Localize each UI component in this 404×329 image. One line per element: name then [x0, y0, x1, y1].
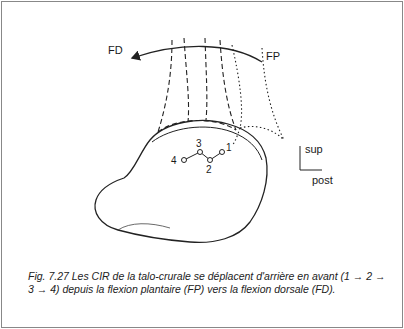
- callout-number: 1: [226, 142, 232, 154]
- axis-label: post: [312, 174, 333, 186]
- tibia-dashed: [158, 38, 236, 132]
- motion-label: FD: [108, 44, 123, 56]
- callout-number: 3: [196, 138, 202, 150]
- figure-caption: Fig. 7.27 Les CIR de la talo-crurale se …: [28, 270, 394, 296]
- talus-outline: [95, 121, 267, 243]
- motion-label: FP: [266, 50, 280, 62]
- callout-number: 2: [206, 164, 212, 176]
- motion-arrow: [132, 46, 262, 62]
- trochlea-line: [152, 127, 262, 160]
- axis-label: sup: [305, 143, 323, 155]
- cir-points: [182, 150, 225, 163]
- talus-detail: [118, 224, 170, 230]
- callout-number: 4: [171, 155, 177, 167]
